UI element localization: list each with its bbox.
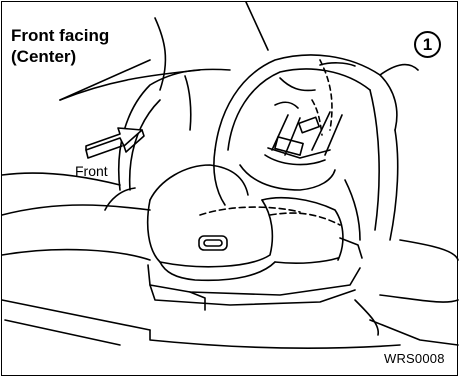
- child-seat-base: [148, 165, 362, 310]
- figure-title: Front facing (Center): [11, 25, 109, 67]
- figure-code: WRS0008: [384, 351, 445, 366]
- direction-label: Front: [75, 163, 108, 179]
- callout-number: 1: [414, 31, 441, 58]
- front-arrow-icon: [86, 128, 144, 158]
- title-line-2: (Center): [11, 46, 109, 67]
- harness: [268, 60, 342, 158]
- title-line-1: Front facing: [11, 25, 109, 46]
- child-seat-shell: [214, 55, 418, 240]
